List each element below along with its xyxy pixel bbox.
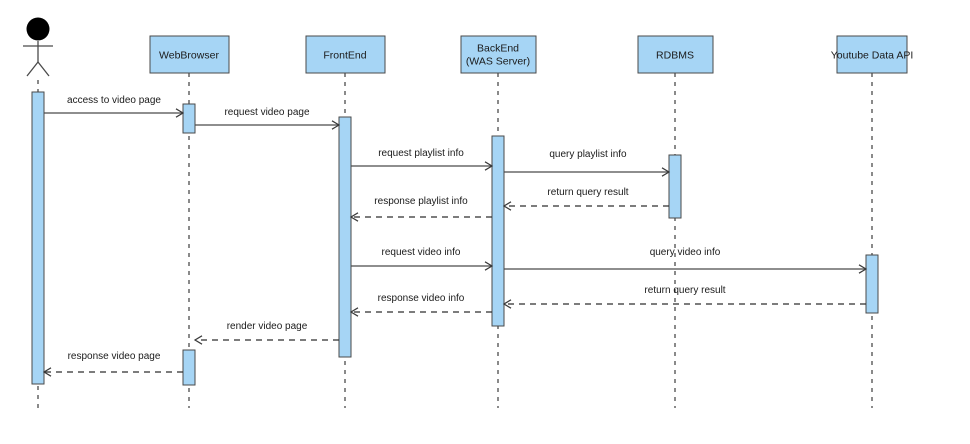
message-5-rdbms-to-backend[interactable]: return query result [502, 187, 669, 211]
activation-bar-youtube-1 [865, 254, 879, 314]
message-arrowhead-3 [484, 161, 494, 171]
message-label-2: request video page [224, 107, 310, 118]
message-9-youtube-to-backend[interactable]: return query result [502, 285, 866, 309]
message-arrowhead-1 [175, 108, 185, 118]
message-label-9: return query result [644, 285, 725, 296]
actor-head-icon [26, 17, 50, 41]
message-label-8: query video info [650, 247, 721, 258]
message-arrowhead-2 [331, 120, 341, 130]
lifelines-layer [37, 73, 873, 408]
participant-box-backend[interactable] [460, 35, 537, 74]
participant-backend[interactable]: BackEnd(WAS Server) [460, 35, 537, 74]
message-6-backend-to-frontend[interactable]: response playlist info [349, 196, 492, 222]
message-10-backend-to-frontend[interactable]: response video info [349, 293, 492, 317]
message-arrowhead-12 [42, 367, 52, 377]
actor-leg-right-icon [37, 61, 50, 77]
participant-label-rdbms: RDBMS [656, 49, 694, 61]
activations-layer [31, 91, 879, 386]
participant-webbrowser[interactable]: WebBrowser [149, 35, 230, 74]
message-label-6: response playlist info [374, 196, 468, 207]
message-label-10: response video info [378, 293, 465, 304]
message-2-webbrowser-to-frontend[interactable]: request video page [195, 107, 341, 130]
message-8-backend-to-youtube[interactable]: query video info [504, 247, 868, 274]
messages-layer: access to video page request video page re… [42, 95, 868, 377]
participants-layer: WebBrowser FrontEnd BackEnd(WAS Server) RDB… [23, 17, 914, 77]
message-arrowhead-6 [349, 212, 359, 222]
message-arrowhead-11 [193, 335, 203, 345]
participant-youtube[interactable]: Youtube Data API [831, 35, 914, 74]
message-arrowhead-4 [661, 167, 671, 177]
message-label-1: access to video page [67, 95, 161, 106]
message-3-frontend-to-backend[interactable]: request playlist info [351, 148, 494, 171]
participant-box-webbrowser[interactable] [149, 35, 230, 74]
message-label-11: render video page [227, 321, 308, 332]
activation-bar-webbrowser-2 [182, 349, 196, 386]
participant-label-frontend: FrontEnd [323, 49, 366, 61]
message-label-5: return query result [547, 187, 628, 198]
message-label-12: response video page [68, 351, 161, 362]
activation-bar-backend-1 [491, 135, 505, 327]
message-4-backend-to-rdbms[interactable]: query playlist info [504, 149, 671, 177]
activation-bar-frontend-1 [338, 116, 352, 358]
activation-bar-rdbms-1 [668, 154, 682, 219]
message-label-3: request playlist info [378, 148, 464, 159]
message-arrowhead-5 [502, 201, 512, 211]
participant-box-rdbms[interactable] [637, 35, 714, 74]
participant-label-youtube: Youtube Data API [831, 49, 914, 61]
message-arrowhead-9 [502, 299, 512, 309]
message-arrowhead-10 [349, 307, 359, 317]
message-arrowhead-8 [858, 264, 868, 274]
message-12-webbrowser-to-actor[interactable]: response video page [42, 351, 183, 377]
message-label-7: request video info [382, 247, 461, 258]
participant-label-backend-line1: BackEnd [477, 42, 519, 54]
message-label-4: query playlist info [549, 149, 627, 160]
participant-label-webbrowser: WebBrowser [159, 49, 219, 61]
message-11-frontend-to-webbrowser[interactable]: render video page [193, 321, 339, 345]
participant-box-frontend[interactable] [305, 35, 386, 74]
participant-label-backend-line2: (WAS Server) [466, 55, 530, 67]
activation-bar-actor-1 [31, 91, 45, 385]
message-arrowhead-7 [484, 261, 494, 271]
message-7-frontend-to-backend[interactable]: request video info [351, 247, 494, 271]
actor-leg-left-icon [26, 61, 39, 77]
participant-frontend[interactable]: FrontEnd [305, 35, 386, 74]
participant-box-youtube[interactable] [836, 35, 908, 74]
activation-bar-webbrowser-1 [182, 103, 196, 134]
participant-actor[interactable] [23, 17, 53, 77]
participant-rdbms[interactable]: RDBMS [637, 35, 714, 74]
message-1-actor-to-webbrowser[interactable]: access to video page [44, 95, 185, 118]
